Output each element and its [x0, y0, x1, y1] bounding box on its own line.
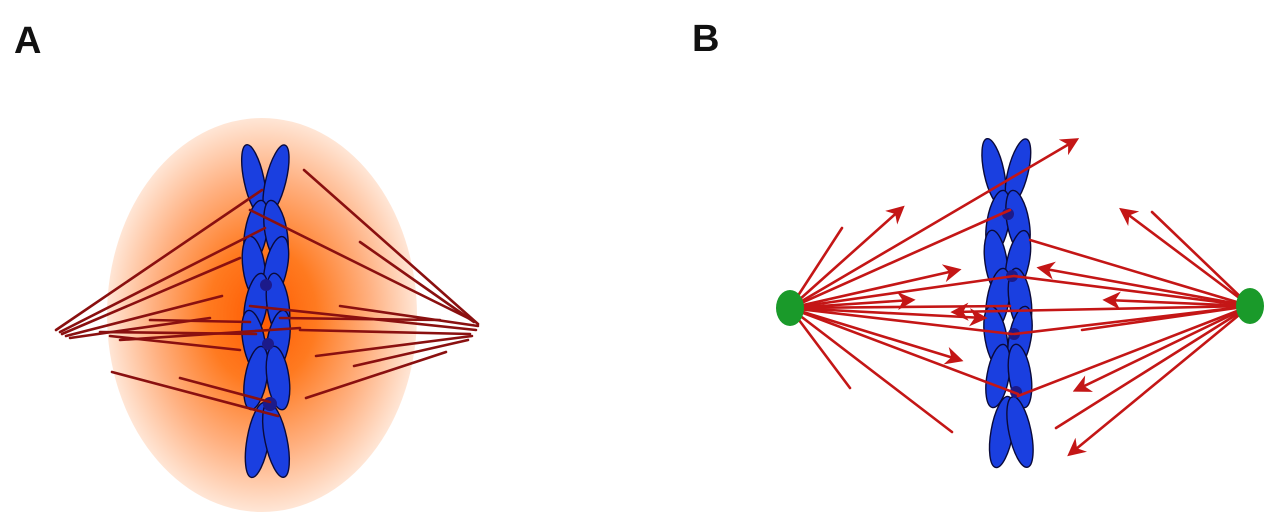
panel-label-b: B: [692, 18, 720, 60]
panel-a: [54, 118, 480, 512]
centrosomes: [776, 288, 1264, 326]
panel-label-a: A: [14, 20, 42, 62]
chromosome-stack-b: [981, 137, 1034, 469]
panel-b: [776, 137, 1264, 469]
centrosome-right: [1236, 288, 1264, 324]
microtubules-a: [54, 168, 480, 418]
centrosome-left: [776, 290, 804, 326]
centromeres-a: [260, 279, 277, 411]
microtubules-b: [788, 138, 1252, 457]
